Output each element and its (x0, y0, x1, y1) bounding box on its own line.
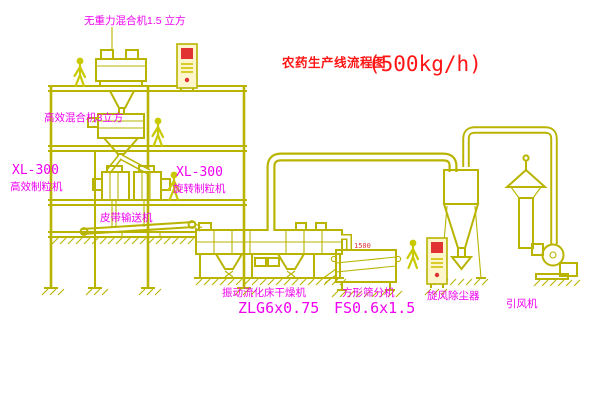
gravity-mixer (95, 49, 147, 114)
label-granulator-left-model: XL-300 (12, 163, 59, 178)
granulator-motor (92, 178, 103, 191)
dryer-discharge-cone (214, 253, 244, 270)
hatch-under-sieve (331, 290, 403, 298)
label-granulator-left-name: 高效制粒机 (10, 180, 63, 193)
granulator-discharge-pipes (111, 200, 149, 228)
control-cabinet-top (176, 43, 198, 92)
indicator-light (434, 272, 440, 278)
conveyor-roller (79, 227, 89, 236)
mixer-motor (87, 117, 99, 128)
dryer-to-sieve-duct (341, 234, 352, 251)
dryer-port (315, 222, 327, 231)
square-sieve (321, 249, 402, 291)
label-sieve-model: FS0.6x1.5 (334, 299, 415, 317)
label-gravity-mixer: 无重力混合机1.5 立方 (84, 14, 186, 27)
label-leaders (91, 27, 113, 123)
vibration-motor (254, 257, 267, 267)
belt-conveyor (79, 220, 203, 238)
hatch-ground-3 (138, 288, 162, 296)
granulator-right (133, 165, 171, 201)
rotary-valve-mark (224, 270, 234, 278)
mixer-discharge-cone (108, 90, 136, 109)
cyclone-to-fan-duct (462, 126, 558, 244)
hatch-ground-4 (234, 288, 258, 296)
rotary-valve-mark (286, 270, 296, 278)
diagram-title: 农药生产线流程图 (281, 55, 386, 70)
hatch-ground-2 (85, 288, 109, 296)
label-granulator-right-name: 旋转制粒机 (173, 182, 226, 195)
worker-figure (151, 116, 165, 148)
label-granulator-right-model: XL-300 (176, 165, 223, 180)
diagram-capacity: (500kg/h) (368, 52, 482, 76)
label-belt-conveyor: 皮带输送机 (100, 211, 153, 224)
cyclone-cone (442, 203, 480, 249)
vibration-motor (267, 257, 280, 267)
hatch-ground-5 (424, 288, 448, 296)
structure-frame (44, 85, 251, 289)
sieve-discharge-chutes (321, 268, 337, 284)
fan-scroll (541, 243, 565, 267)
granulator-motor (160, 178, 171, 191)
sieve-vibrator (394, 255, 402, 263)
exhaust-duct-main (266, 152, 458, 231)
hatch-under-dryer (195, 278, 347, 286)
label-sieve-dim: 1500 (354, 242, 371, 250)
fan-base (535, 273, 569, 280)
label-cyclone: 旋风除尘器 (427, 289, 480, 302)
worker-figure (406, 238, 420, 270)
label-fan: 引风机 (506, 297, 538, 310)
label-sieve-name: 方形筛分机 (342, 286, 395, 299)
dryer-discharge-cone (276, 253, 306, 270)
rain-cap (504, 168, 548, 188)
control-cabinet-right (426, 237, 448, 288)
induced-draft-fan (531, 243, 578, 280)
worker-figure (73, 56, 87, 88)
y-split-chute (105, 154, 151, 175)
cyclone-rotary-valve (449, 256, 474, 271)
hatch-ground-1 (41, 288, 65, 296)
indicator-light (184, 77, 190, 83)
label-dryer-model: ZLG6x0.75 (238, 299, 319, 317)
granulator-left (92, 165, 130, 201)
hatch-under-fan (533, 279, 581, 287)
label-high-eff-mixer: 高效混合机3立方 (44, 111, 123, 124)
dryer-feed-inlet (198, 222, 212, 231)
exhaust-stack (504, 154, 548, 249)
dryer-port (295, 222, 307, 231)
sieve-vibrator (330, 255, 338, 263)
fluid-bed-dryer (194, 222, 344, 279)
hatch-base-floor (51, 237, 195, 245)
label-dryer-name: 振动流化床干燥机 (222, 286, 306, 299)
